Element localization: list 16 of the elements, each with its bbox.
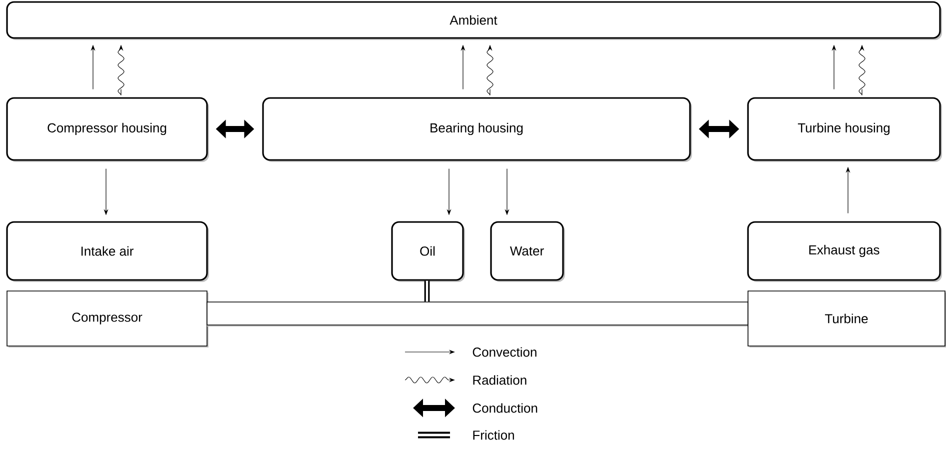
- legend-label: Convection: [472, 347, 536, 357]
- process-box: Turbine housing: [747, 97, 942, 162]
- process-box: Intake air: [6, 221, 209, 282]
- process-box: Ambient: [6, 1, 942, 40]
- component-box: Compressor: [6, 290, 208, 348]
- legend-label: Conduction: [472, 403, 538, 413]
- component-box: Turbine: [748, 290, 946, 348]
- friction-link: [424, 280, 430, 302]
- legend-label: Friction: [473, 430, 514, 440]
- shaft-bar: [206, 302, 748, 326]
- process-box: Exhaust gas: [747, 221, 942, 282]
- process-box: Water: [490, 221, 565, 282]
- process-box: Compressor housing: [6, 97, 209, 162]
- process-box: Bearing housing: [262, 97, 692, 162]
- process-box: Oil: [391, 221, 465, 282]
- legend-label: Radiation: [473, 375, 526, 385]
